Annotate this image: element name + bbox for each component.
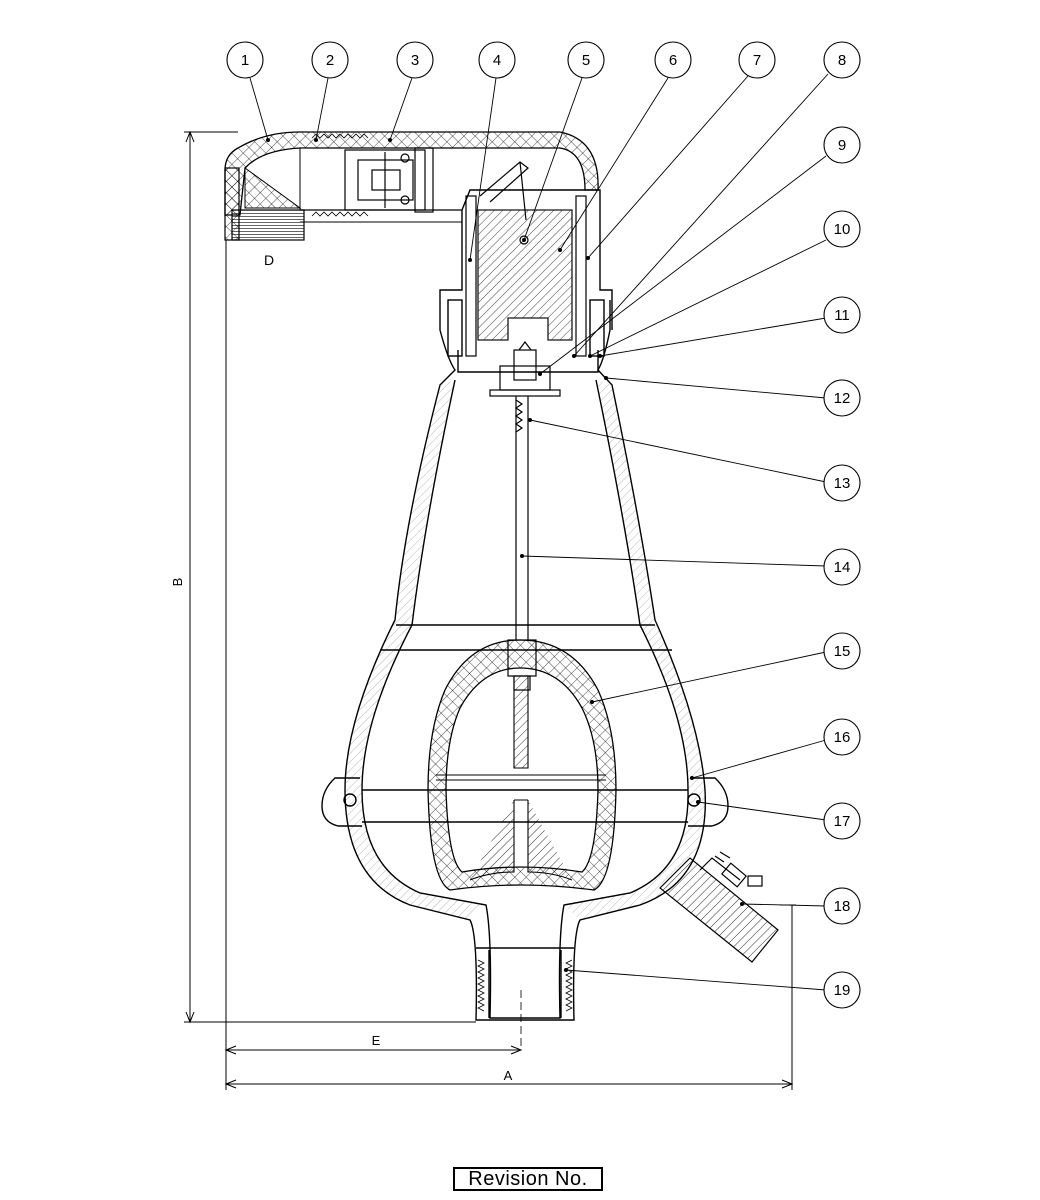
- callout-9: [823, 126, 861, 164]
- callout-balloons: [226, 41, 861, 1009]
- callout-number-1: 1: [241, 52, 249, 69]
- callout-10: [823, 210, 861, 248]
- callout-12: [823, 379, 861, 417]
- callout-number-2: 2: [326, 52, 334, 69]
- cover-triangle: [244, 167, 302, 209]
- callout-number-7: 7: [753, 52, 761, 69]
- callout-4: [478, 41, 516, 79]
- callout-number-15: 15: [834, 643, 851, 660]
- callout-number-17: 17: [834, 813, 851, 830]
- callout-19: [823, 971, 861, 1009]
- upper-float: [477, 209, 573, 341]
- revision-box: Revision No.: [453, 1167, 603, 1191]
- lower-float-shell: [427, 639, 617, 891]
- callout-8: [823, 41, 861, 79]
- callout-number-19: 19: [834, 982, 851, 999]
- stem-seat: [489, 341, 561, 397]
- float-rib-upper: [513, 675, 529, 769]
- callout-number-5: 5: [582, 52, 590, 69]
- cover-thread: [311, 133, 369, 217]
- callout-number-6: 6: [669, 52, 677, 69]
- dimension-label-b: B: [170, 578, 185, 587]
- callout-11: [823, 296, 861, 334]
- callout-number-13: 13: [834, 475, 851, 492]
- check-valve-assembly: [344, 147, 434, 213]
- revision-label: Revision No.: [468, 1167, 588, 1190]
- callout-6: [654, 41, 692, 79]
- leader-lines: [249, 73, 829, 991]
- callout-1: [226, 41, 264, 79]
- callout-13: [823, 464, 861, 502]
- callout-16: [823, 718, 861, 756]
- callout-number-18: 18: [834, 898, 851, 915]
- callout-2: [311, 41, 349, 79]
- callout-number-10: 10: [834, 221, 851, 238]
- dimension-label-e: E: [372, 1033, 381, 1048]
- drain-valve: [659, 851, 779, 963]
- callout-number-3: 3: [411, 52, 419, 69]
- detail-label-d: D: [264, 252, 274, 268]
- leader-dots: [266, 138, 744, 972]
- float-guide: [465, 161, 587, 357]
- outlet-threads: [477, 959, 573, 1012]
- inlet-screen: [231, 209, 305, 241]
- callout-number-4: 4: [493, 52, 501, 69]
- callout-number-9: 9: [838, 137, 846, 154]
- float-rib-lower: [469, 799, 573, 881]
- callout-14: [823, 548, 861, 586]
- callout-15: [823, 632, 861, 670]
- callout-5: [567, 41, 605, 79]
- callout-17: [823, 802, 861, 840]
- callout-number-14: 14: [834, 559, 851, 576]
- callout-18: [823, 887, 861, 925]
- bonnet: [439, 189, 613, 373]
- callout-number-11: 11: [834, 307, 850, 324]
- callout-number-12: 12: [834, 390, 851, 407]
- callout-number-16: 16: [834, 729, 851, 746]
- dimension-label-a: A: [504, 1068, 513, 1083]
- callout-7: [738, 41, 776, 79]
- callout-numbers: 1 2 3 4 5 6 7 8 9 10 11 12 13 14 15 16 1…: [241, 52, 851, 999]
- callout-number-8: 8: [838, 52, 846, 69]
- callout-3: [396, 41, 434, 79]
